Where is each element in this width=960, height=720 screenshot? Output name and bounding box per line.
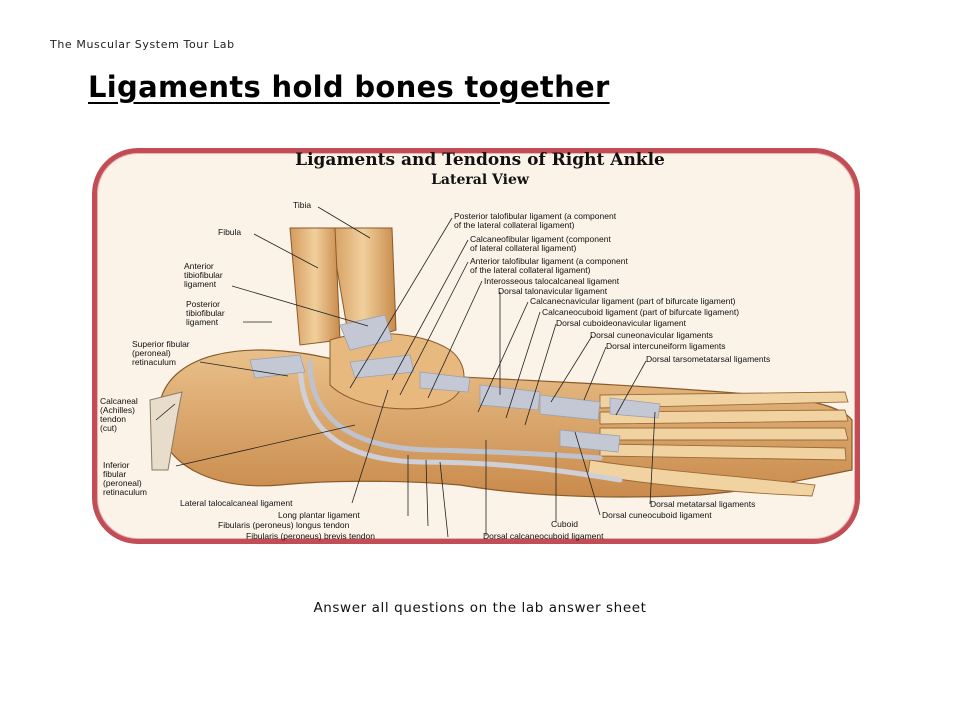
metatarsal-bones xyxy=(587,391,849,497)
fibula-bone xyxy=(289,227,341,346)
label-fibularis-longus: Fibularis (peroneus) longus tendon xyxy=(218,520,350,530)
label-inferior-fibular-retinaculum: Inferior fibular (peroneal) retinaculum xyxy=(103,460,147,497)
label-fibula: Fibula xyxy=(218,227,242,237)
label-dorsal-calcaneocuboid: Dorsal calcaneocuboid ligament xyxy=(483,531,604,541)
label-anterior-tibiofibular: Anterior tibiofibular ligament xyxy=(184,261,223,289)
label-fibularis-brevis: Fibularis (peroneus) brevis tendon xyxy=(246,531,375,541)
label-calcaneofibular: Calcaneofibular ligament (component of l… xyxy=(470,234,611,253)
figure-title: Ligaments and Tendons of Right Ankle xyxy=(295,150,665,170)
label-interosseous-talocalcaneal: Interosseous talocalcaneal ligament xyxy=(484,276,620,286)
ligament-bands xyxy=(249,314,661,453)
lab-title: The Muscular System Tour Lab xyxy=(50,38,235,51)
slide-heading: Ligaments hold bones together xyxy=(88,70,610,104)
label-anterior-talofibular: Anterior talofibular ligament (a compone… xyxy=(470,256,628,275)
label-dorsal-tarsometatarsal: Dorsal tarsometatarsal ligaments xyxy=(646,354,771,364)
label-posterior-talofibular: Posterior talofibular ligament (a compon… xyxy=(454,211,617,230)
achilles-tendon-stub xyxy=(149,391,183,471)
label-calcaneal-tendon: Calcaneal (Achilles) tendon (cut) xyxy=(100,396,138,433)
label-dorsal-talonavicular: Dorsal talonavicular ligament xyxy=(498,286,608,296)
label-dorsal-cuboideonavicular: Dorsal cuboideonavicular ligament xyxy=(556,318,686,328)
label-lateral-talocalcaneal: Lateral talocalcaneal ligament xyxy=(180,498,293,508)
tibia-bone xyxy=(329,227,397,346)
footer-instruction: Answer all questions on the lab answer s… xyxy=(313,600,647,616)
label-tibia: Tibia xyxy=(293,200,312,210)
label-calcaneocuboid: Calcaneocuboid ligament (part of bifurca… xyxy=(542,307,740,317)
figure-subtitle: Lateral View xyxy=(431,172,529,188)
label-dorsal-cuneocuboid: Dorsal cuneocuboid ligament xyxy=(602,510,712,520)
label-calcaneonavicular: Calcanecnavicular ligament (part of bifu… xyxy=(530,296,736,306)
label-dorsal-metatarsal: Dorsal metatarsal ligaments xyxy=(650,499,756,509)
leader-lines xyxy=(155,206,656,538)
label-posterior-tibiofibular: Posterior tibiofibular ligament xyxy=(186,299,225,327)
label-cuboid: Cuboid xyxy=(551,519,578,529)
label-superior-fibular-retinaculum: Superior fibular (peroneal) retinaculum xyxy=(132,339,190,367)
label-long-plantar: Long plantar ligament xyxy=(278,510,360,520)
fibularis-tendons xyxy=(297,357,623,483)
label-dorsal-intercuneiform: Dorsal intercuneiform ligaments xyxy=(606,341,726,351)
label-dorsal-cuneonavicular: Dorsal cuneonavicular ligaments xyxy=(590,330,713,340)
